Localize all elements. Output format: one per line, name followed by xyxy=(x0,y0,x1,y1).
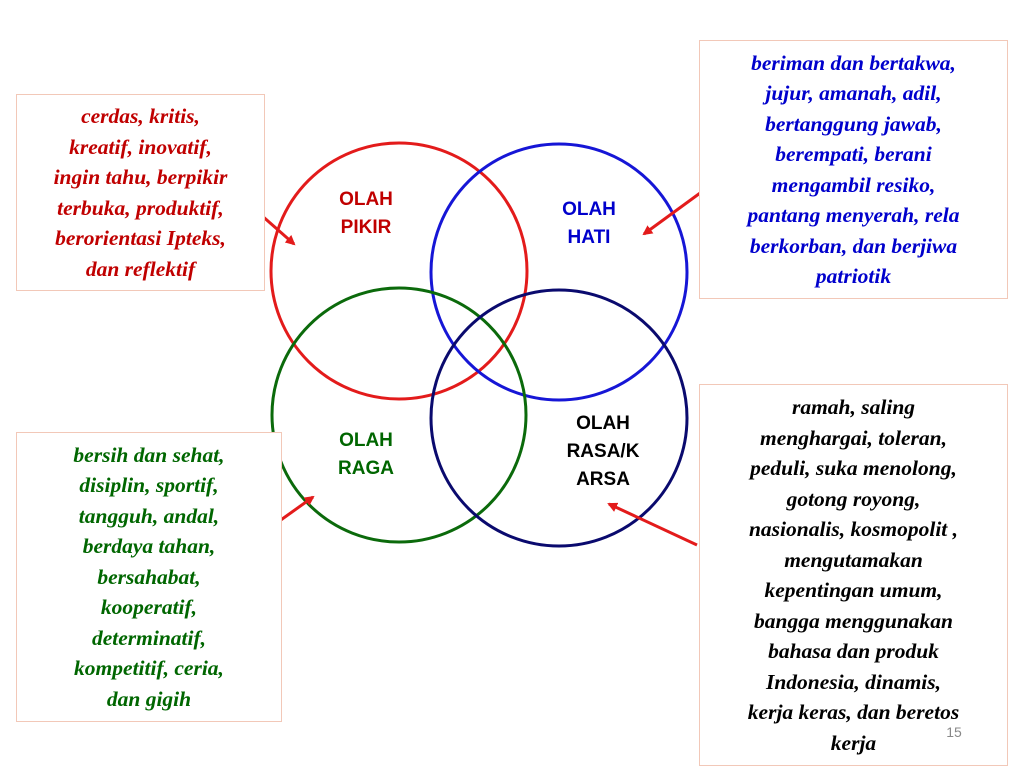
text-line: mengambil resiko, xyxy=(771,172,936,197)
text-line: kerja xyxy=(830,730,877,755)
arrow-to-hati xyxy=(642,186,708,236)
text-line: patriotik xyxy=(815,264,892,288)
text-line: bangga menggunakan xyxy=(754,608,953,633)
text-line: ingin tahu, berpikir xyxy=(53,165,228,189)
description-text-olah-rasa: ramah, saling menghargai, toleran, pedul… xyxy=(748,392,959,758)
text-line: determinatif, xyxy=(91,625,207,650)
text-line: pantang menyerah, rela xyxy=(747,203,960,227)
text-line: terbuka, produktif, xyxy=(57,195,224,220)
text-line: peduli, suka menolong, xyxy=(750,456,957,480)
text-line: tangguh, andal, xyxy=(78,503,220,528)
text-line: kompetitif, ceria, xyxy=(74,656,224,681)
label-olah-pikir-line1: OLAH xyxy=(339,189,393,210)
text-line: berkorban, dan berjiwa xyxy=(749,233,958,258)
circle-label-olah-hati: OLAH HATI xyxy=(549,196,629,252)
text-line: dan gigih xyxy=(106,686,192,711)
circle-olah-rasa xyxy=(429,288,689,548)
text-line: Indonesia, dinamis, xyxy=(765,669,942,694)
description-box-olah-rasa: ramah, saling menghargai, toleran, pedul… xyxy=(699,384,1008,766)
description-text-olah-pikir: cerdas, kritis, kreatif, inovatif, ingin… xyxy=(54,101,228,284)
text-line: dan reflektif xyxy=(85,256,196,281)
text-line: bertanggung jawab, xyxy=(765,111,942,136)
circle-label-olah-pikir: OLAH PIKIR xyxy=(326,186,406,242)
text-line: bahasa dan produk xyxy=(768,639,939,663)
text-line: bersih dan sehat, xyxy=(73,442,225,467)
text-line: bersahabat, xyxy=(97,564,201,589)
description-box-olah-pikir: cerdas, kritis, kreatif, inovatif, ingin… xyxy=(16,94,265,291)
text-line: cerdas, kritis, xyxy=(81,104,200,128)
page-number: 15 xyxy=(946,724,962,740)
text-line: gotong royong, xyxy=(786,486,921,511)
circle-label-olah-raga: OLAH RAGA xyxy=(326,427,406,483)
text-line: disiplin, sportif, xyxy=(79,473,219,498)
description-text-olah-hati: beriman dan bertakwa, jujur, amanah, adi… xyxy=(747,48,959,292)
description-box-olah-raga: bersih dan sehat, disiplin, sportif, tan… xyxy=(16,432,282,722)
circle-olah-hati xyxy=(429,142,689,402)
text-line: menghargai, toleran, xyxy=(760,425,947,450)
circle-label-olah-rasa: OLAH RASA/K ARSA xyxy=(548,410,658,494)
text-line: beriman dan bertakwa, xyxy=(751,50,956,75)
label-olah-rasa-line2: RASA/K xyxy=(566,441,640,462)
text-line: kooperatif, xyxy=(100,595,198,620)
text-line: nasionalis, kosmopolit , xyxy=(748,517,959,541)
label-olah-pikir-line2: PIKIR xyxy=(340,217,392,238)
label-olah-rasa-line1: OLAH xyxy=(576,413,630,434)
arrow-to-rasa xyxy=(607,502,698,547)
label-olah-raga-line2: RAGA xyxy=(338,458,394,479)
text-line: jujur, amanah, adil, xyxy=(765,81,942,105)
text-line: kepentingan umum, xyxy=(764,578,943,602)
label-olah-rasa-line3: ARSA xyxy=(576,469,630,490)
circle-olah-pikir xyxy=(269,141,529,401)
text-line: ramah, saling xyxy=(791,395,916,419)
label-olah-hati-line1: OLAH xyxy=(562,199,616,220)
text-line: kreatif, inovatif, xyxy=(69,134,212,159)
description-box-olah-hati: beriman dan bertakwa, jujur, amanah, adi… xyxy=(699,40,1008,299)
text-line: berorientasi Ipteks, xyxy=(55,226,226,250)
text-line: kerja keras, dan beretos xyxy=(747,700,960,724)
text-line: berempati, berani xyxy=(775,142,932,166)
label-olah-hati-line2: HATI xyxy=(567,227,611,248)
label-olah-raga-line1: OLAH xyxy=(339,430,393,451)
circle-olah-raga xyxy=(270,286,528,544)
description-text-olah-raga: bersih dan sehat, disiplin, sportif, tan… xyxy=(73,440,224,715)
text-line: berdaya tahan, xyxy=(82,534,216,559)
text-line: mengutamakan xyxy=(784,547,923,572)
